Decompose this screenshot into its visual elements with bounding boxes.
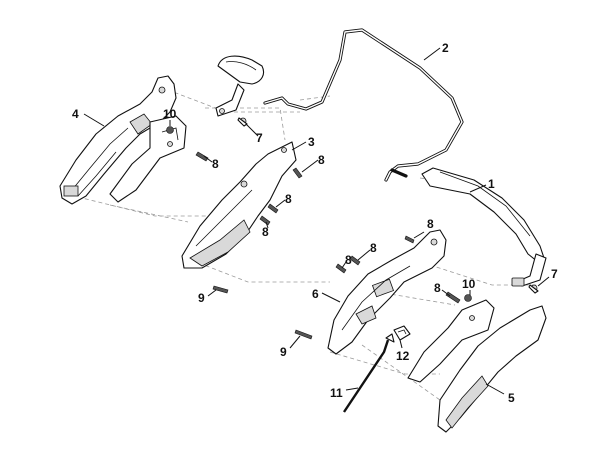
screw-8-center-a (267, 203, 279, 214)
callout-5: 5 (508, 391, 515, 405)
leader-lines (83, 47, 550, 395)
screw-8-right-c (445, 291, 461, 304)
screw-7-right (528, 284, 539, 294)
handle-grip-upper (215, 55, 265, 117)
cable (343, 333, 395, 413)
right-upper-housing (327, 229, 447, 355)
left-lower-housing (181, 141, 297, 269)
callout-9-right: 9 (280, 345, 287, 359)
fasteners (166, 117, 539, 340)
callout-8-right-b: 8 (345, 253, 352, 267)
screw-8-right-b (349, 255, 361, 266)
callouts: 2 1 3 4 5 6 7 7 8 8 8 8 8 8 8 8 9 9 10 1… (72, 41, 558, 405)
callout-8-right-a: 8 (370, 241, 377, 255)
callout-7-upper: 7 (256, 131, 263, 145)
clip (393, 325, 411, 341)
callout-4: 4 (72, 107, 79, 121)
nut-10-left (166, 126, 174, 134)
screw-8-left (195, 151, 209, 162)
screw-8-right-top (404, 235, 415, 244)
callout-3: 3 (308, 135, 315, 149)
callout-9-center: 9 (198, 291, 205, 305)
screw-9-right (294, 329, 313, 340)
callout-7-right: 7 (551, 267, 558, 281)
screw-8-center-b (259, 215, 271, 226)
right-lower-cover (437, 305, 547, 433)
callout-8-center-b: 8 (262, 225, 269, 239)
screw-8-center-top (292, 167, 303, 179)
callout-10-right: 10 (462, 277, 476, 291)
callout-8-center-top: 8 (318, 153, 325, 167)
callout-8-right-top: 8 (427, 217, 434, 231)
left-handle-cover (59, 75, 177, 205)
right-inner-bracket (407, 299, 495, 383)
callout-11: 11 (330, 386, 343, 400)
callout-12: 12 (396, 349, 410, 363)
screw-9-center (212, 285, 229, 294)
upper-handle-bar (263, 28, 464, 182)
callout-1: 1 (488, 177, 495, 191)
left-inner-bracket (109, 115, 187, 203)
callout-8-right-c: 8 (434, 281, 441, 295)
screw-7-upper (237, 117, 248, 127)
callout-8-center-a: 8 (285, 192, 292, 206)
callout-8-left: 8 (212, 157, 219, 171)
callout-10-left: 10 (163, 107, 177, 121)
callout-6: 6 (312, 287, 319, 301)
screw-8-right-a (335, 263, 347, 274)
callout-2: 2 (442, 41, 449, 55)
nut-10-right (464, 294, 472, 302)
